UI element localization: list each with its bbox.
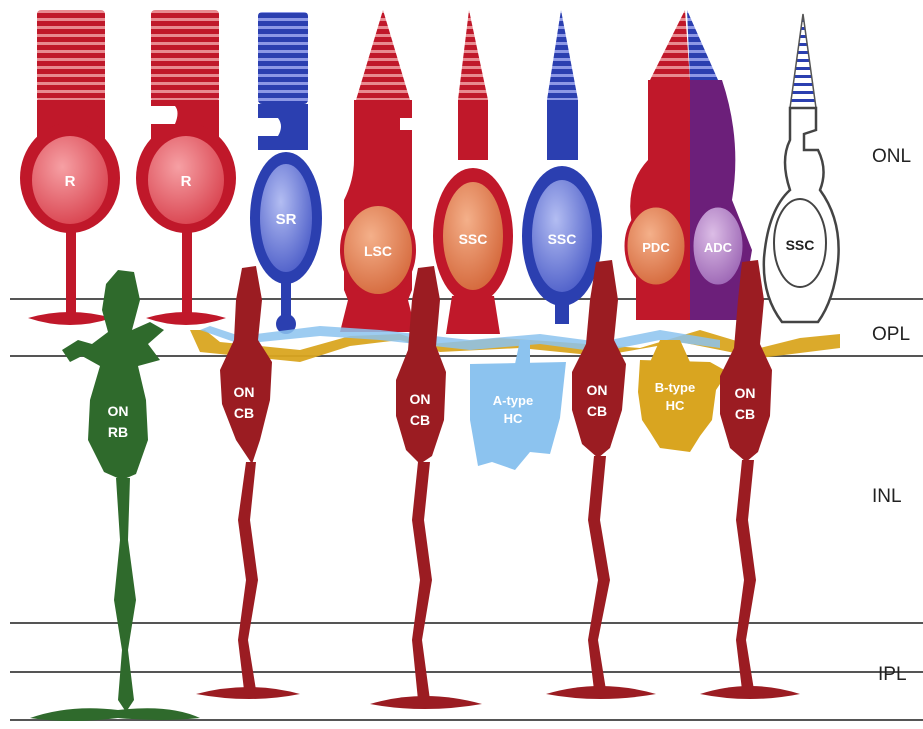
a-type-hc-label-1: A-type [493, 393, 533, 408]
label-r1: R [65, 173, 76, 190]
layer-label-onl: ONL [872, 146, 911, 167]
rod-photoreceptor [20, 10, 120, 325]
cb1-label-2: CB [234, 405, 254, 421]
cb3-label-2: CB [587, 403, 607, 419]
cb3-label-1: ON [587, 382, 608, 398]
cb2-label-2: CB [410, 412, 430, 428]
on-cone-bipolar-cell: ON CB [546, 260, 656, 699]
label-ssc3: SSC [786, 237, 815, 253]
a-type-hc-label-2: HC [504, 411, 523, 426]
cb2-label-1: ON [410, 391, 431, 407]
double-cone [626, 10, 752, 320]
label-adc: ADC [704, 240, 733, 255]
label-pdc: PDC [642, 240, 670, 255]
b-type-hc-label-2: HC [666, 398, 685, 413]
label-ssc1: SSC [459, 231, 488, 247]
rb-label-2: RB [108, 424, 128, 440]
rod-photoreceptor [136, 10, 236, 325]
b-type-hc-label-1: B-type [655, 380, 695, 395]
cb1-label-1: ON [234, 384, 255, 400]
label-lsc: LSC [364, 243, 392, 259]
cb4-label-1: ON [735, 385, 756, 401]
rb-label-1: ON [108, 403, 129, 419]
label-ssc2: SSC [548, 231, 577, 247]
on-rod-bipolar-cell: ON RB [30, 270, 200, 721]
layer-label-inl: INL [872, 486, 902, 507]
layer-label-ipl: IPL [878, 664, 907, 685]
a-type-horizontal-cell: A-type HC [470, 340, 566, 470]
label-r2: R [181, 173, 192, 190]
small-single-cone [433, 10, 513, 334]
small-single-cone [522, 10, 602, 324]
on-cone-bipolar-cell: ON CB [700, 260, 800, 699]
layer-label-opl: OPL [872, 324, 910, 345]
cb4-label-2: CB [735, 406, 755, 422]
label-sr: SR [276, 211, 297, 228]
small-single-cone [764, 14, 839, 322]
long-single-cone [340, 10, 416, 332]
small-rod-photoreceptor [250, 12, 322, 334]
